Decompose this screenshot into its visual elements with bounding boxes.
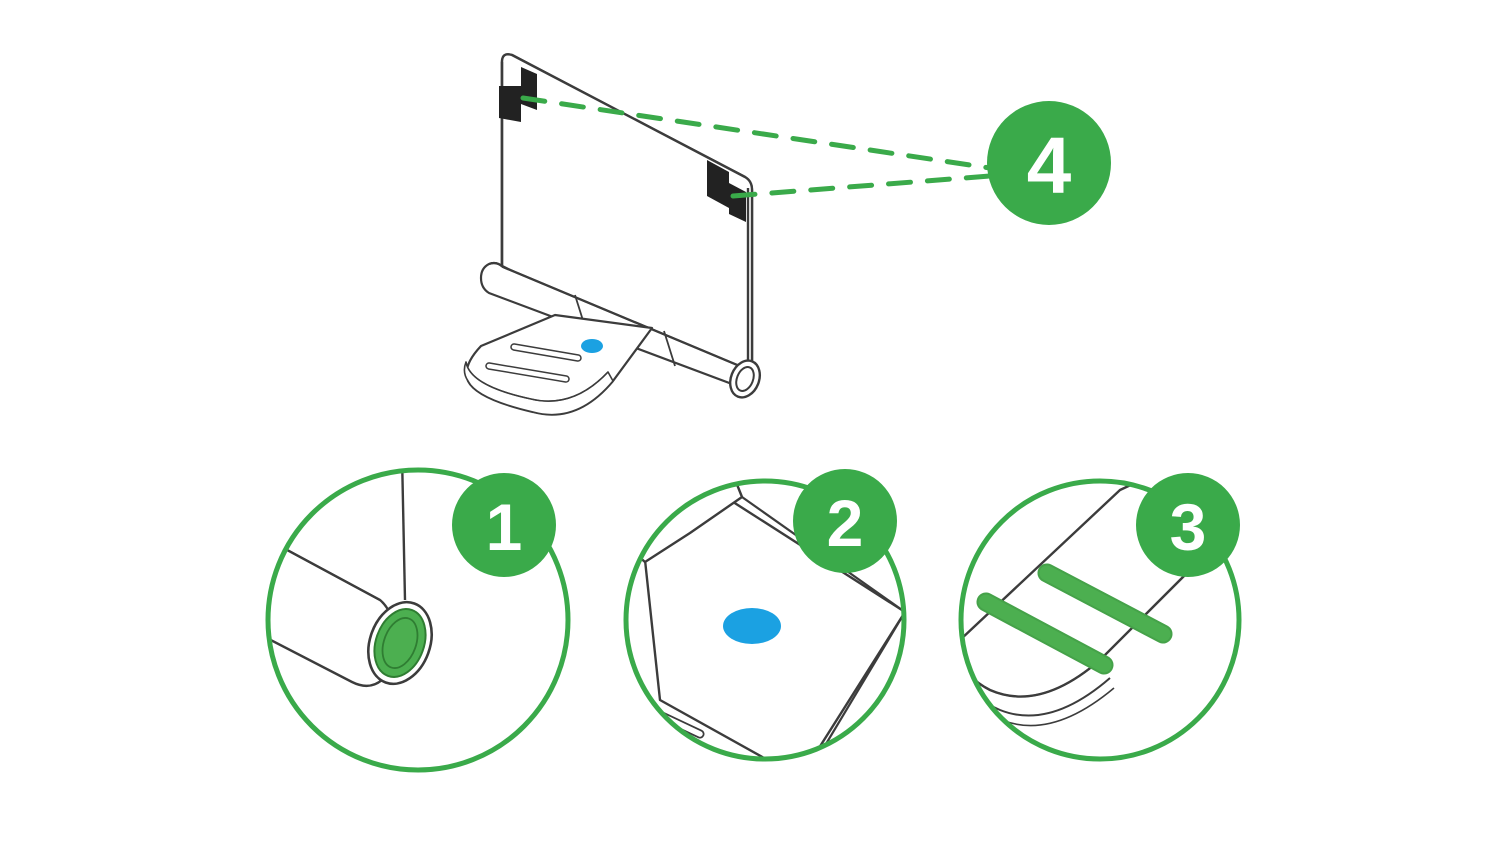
callout-2-badge-label: 2	[827, 486, 864, 560]
leader-line-clip-left	[520, 95, 993, 171]
leader-line-clip-right	[730, 173, 993, 199]
base-foot-plate	[463, 313, 654, 416]
mounting-clip-top-right	[707, 160, 746, 222]
callout-2-content	[626, 481, 904, 759]
callout-1-badge-label: 1	[486, 490, 523, 564]
main-device-view	[463, 53, 993, 416]
callout-3-circle[interactable]	[958, 478, 1242, 762]
callout-4-group[interactable]: 4	[987, 101, 1111, 225]
callout-2-badge[interactable]	[793, 469, 897, 573]
highlight-status-led	[723, 608, 781, 644]
callout-1-circle[interactable]	[265, 467, 571, 773]
callout-2-group[interactable]: 2	[620, 469, 920, 784]
callout-4-badge[interactable]	[987, 101, 1111, 225]
callout-3-badge[interactable]	[1136, 473, 1240, 577]
callout-2-circle[interactable]	[623, 478, 907, 762]
callout-1-group[interactable]: 1	[228, 455, 580, 790]
bar-end-cap	[728, 359, 762, 399]
display-panel-front-face	[500, 53, 754, 394]
callout-3-badge-label: 3	[1170, 490, 1207, 564]
callout-1-badge[interactable]	[452, 473, 556, 577]
callout-3-group[interactable]: 3	[955, 452, 1258, 770]
status-led-indicator	[581, 339, 603, 353]
callout-4-badge-label: 4	[1027, 121, 1072, 210]
